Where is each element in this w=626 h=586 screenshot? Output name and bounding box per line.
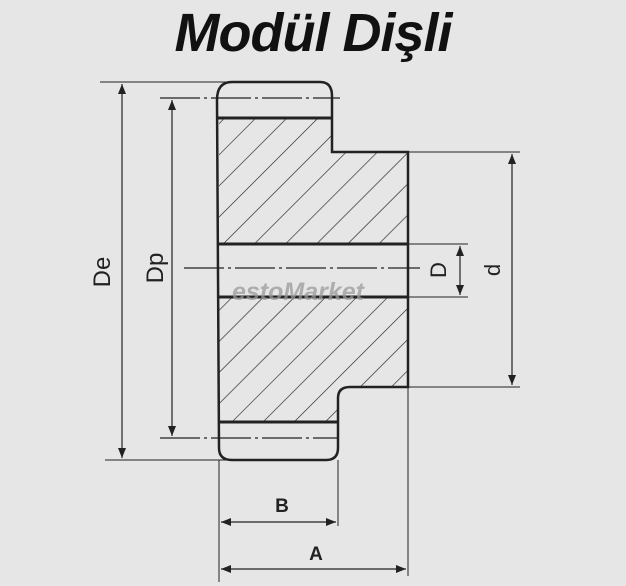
- page-title: Modül Dişli: [174, 3, 453, 63]
- watermark: estoMarket: [232, 278, 366, 306]
- label-D: D: [426, 262, 451, 278]
- hatch-upper: [219, 118, 408, 244]
- section-lines: [217, 116, 408, 424]
- label-d: d: [480, 264, 505, 276]
- extension-lines: [100, 81, 520, 582]
- label-De: De: [89, 257, 116, 288]
- label-Dp: Dp: [142, 253, 169, 284]
- hatch-lower: [219, 297, 408, 422]
- label-B: B: [275, 496, 289, 517]
- label-A: A: [309, 544, 323, 565]
- dimension-lines: [118, 84, 516, 573]
- gear-outline: [215, 80, 410, 462]
- center-lines: [160, 97, 420, 439]
